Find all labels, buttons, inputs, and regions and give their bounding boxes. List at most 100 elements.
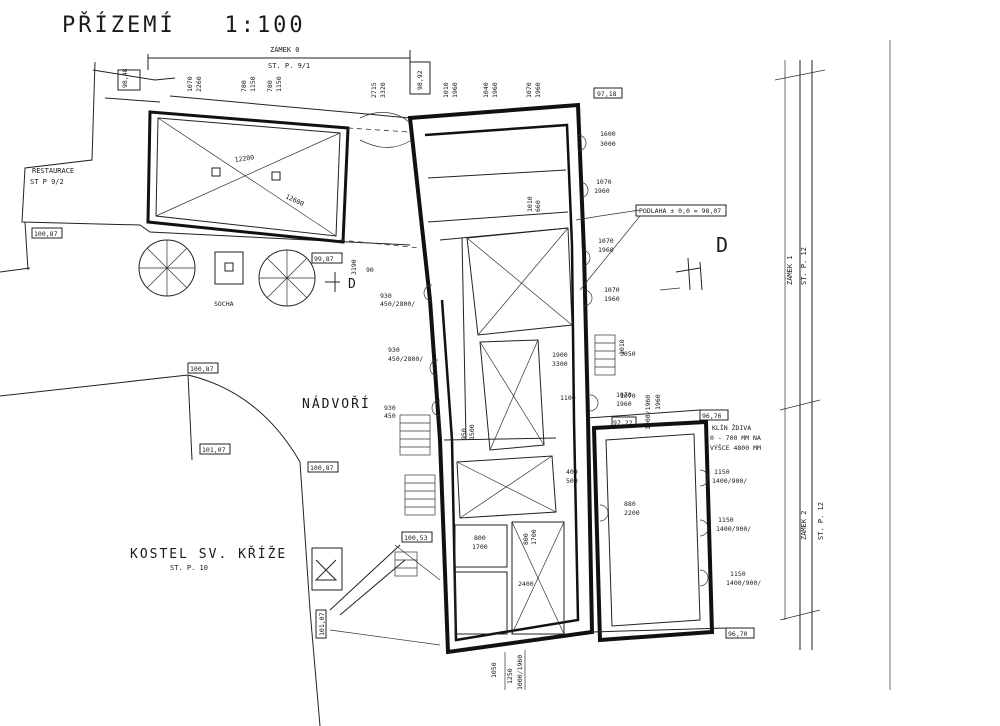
dim-1400b: 1400/900/ bbox=[716, 525, 751, 533]
dim-1040: 1040 bbox=[482, 82, 490, 98]
dim-1960g: 1960 bbox=[616, 400, 632, 408]
dim-930c: 930 bbox=[384, 404, 396, 412]
level-10053: 100,53 bbox=[404, 534, 428, 542]
dim-1250: 1250 bbox=[506, 668, 514, 684]
dim-1070b: 1070 bbox=[525, 82, 533, 98]
dim-1008: 1008/1960 bbox=[644, 395, 652, 430]
dim-1960d: 1960 bbox=[594, 187, 610, 195]
socha-label: SOCHA bbox=[214, 300, 234, 308]
dim-3050: 3050 bbox=[620, 350, 636, 358]
level-9848: 98,48 bbox=[121, 68, 129, 88]
restaurace-label: RESTAURACE bbox=[32, 167, 74, 175]
zamek0-stp: ST. P. 9/1 bbox=[268, 62, 310, 70]
dim-2400: 2400 bbox=[518, 580, 534, 588]
dim-1070f: 1070 bbox=[604, 286, 620, 294]
level-10107b: 101,07 bbox=[318, 612, 326, 636]
dim-400: 400 bbox=[566, 468, 578, 476]
dim-450b: 450/2800/ bbox=[388, 355, 423, 363]
dim-450c: 450 bbox=[384, 412, 396, 420]
dim-1070g: 1070 bbox=[616, 391, 632, 399]
level-9892: 98,92 bbox=[416, 70, 424, 90]
dim-1960e: 1960 bbox=[598, 246, 614, 254]
dim-930a: 930 bbox=[380, 292, 392, 300]
dim-1100: 1100 bbox=[560, 394, 576, 402]
zamek1-stp: ST. P. 12 bbox=[800, 247, 808, 285]
zamek2-label: ZÁMEK 2 bbox=[799, 510, 808, 540]
dim-930b: 930 bbox=[388, 346, 400, 354]
dim-1150d: 1150 bbox=[718, 516, 734, 524]
podlaha-label: PODLAHA ± 0,0 = 98,07 bbox=[639, 207, 721, 215]
dim-660v: 660 bbox=[534, 200, 542, 212]
dim-1150a: 1150 bbox=[249, 76, 257, 92]
dim-880: 880 bbox=[624, 500, 636, 508]
level-10107a: 101,07 bbox=[202, 446, 226, 454]
dim-1150c: 1150 bbox=[714, 468, 730, 476]
dim-3300: 3300 bbox=[552, 360, 568, 368]
dim-1600: 1600 bbox=[600, 130, 616, 138]
dim-1010g: 1010 bbox=[618, 339, 626, 355]
dim-500: 500 bbox=[566, 477, 578, 485]
dim-1010: 1010 bbox=[442, 82, 450, 98]
restaurace-stp: ST P 9/2 bbox=[30, 178, 64, 186]
dim-1960h: 1960 bbox=[654, 394, 662, 410]
dim-1960a: 1960 bbox=[451, 82, 459, 98]
dim-1700a: 1700 bbox=[472, 543, 488, 551]
klin-line2: 0 - 700 MM NA bbox=[710, 434, 761, 442]
stairs-left bbox=[394, 414, 436, 577]
dim-12200: 12200 bbox=[234, 153, 255, 164]
dim-1150b: 1150 bbox=[275, 76, 283, 92]
dim-780b: 780 bbox=[266, 80, 274, 92]
level-9718: 97,18 bbox=[597, 90, 617, 98]
statue-circle-left bbox=[138, 239, 196, 297]
level-9987: 99,87 bbox=[314, 255, 334, 263]
level-10087a: 100,87 bbox=[34, 230, 58, 238]
statue-circle-right bbox=[258, 249, 316, 307]
dim-1700b: 1700 bbox=[530, 529, 538, 545]
stairs-right bbox=[594, 334, 616, 376]
dim-1960b: 1960 bbox=[491, 82, 499, 98]
dim-1960f: 1960 bbox=[604, 295, 620, 303]
zamek2-stp: ST. P. 12 bbox=[817, 502, 825, 540]
level-10087c: 100,87 bbox=[310, 464, 334, 472]
klin-line1: KLÍN ŽDIVA bbox=[712, 423, 751, 432]
dim-2260: 2260 bbox=[195, 76, 203, 92]
level-10087b: 100,87 bbox=[190, 365, 214, 373]
zamek1-label: ZÁMEK 1 bbox=[785, 255, 794, 285]
d-symbol-right: D bbox=[716, 233, 730, 257]
dim-1400c: 1400/900/ bbox=[726, 579, 761, 587]
dim-3320: 3320 bbox=[379, 82, 387, 98]
dim-800a: 800 bbox=[474, 534, 486, 542]
dim-3000: 3000 bbox=[600, 140, 616, 148]
klin-line3: VÝŠCE 4800 MM bbox=[710, 443, 761, 452]
dim-2715: 2715 bbox=[370, 82, 378, 98]
zamek0-label: ZÁMEK 0 bbox=[270, 45, 300, 54]
dim-1070a: 1070 bbox=[186, 76, 194, 92]
kostel-stp: ST. P. 10 bbox=[170, 564, 208, 572]
kostel-label: KOSTEL SV. KŘÍŽE bbox=[130, 546, 287, 562]
dim-1960c: 1960 bbox=[534, 82, 542, 98]
dim-3190: 3190 bbox=[350, 259, 358, 275]
dim-1070c: 1070 bbox=[596, 178, 612, 186]
dim-2200: 2200 bbox=[624, 509, 640, 517]
plan-title: PŘÍZEMÍ 1:100 bbox=[62, 12, 306, 38]
dim-1050: 1050 bbox=[490, 662, 498, 678]
d-symbol-left: D bbox=[348, 277, 358, 292]
dim-800b: 800 bbox=[522, 533, 530, 545]
dim-1070e: 1070 bbox=[598, 237, 614, 245]
dim-90: 90 bbox=[366, 266, 374, 274]
nadvori-label: NÁDVOŘÍ bbox=[302, 396, 371, 412]
statue-pedestal bbox=[214, 251, 244, 285]
window-marks bbox=[423, 134, 709, 587]
level-9676: 96,76 bbox=[702, 412, 722, 420]
level-9722: 97,22 bbox=[613, 419, 633, 427]
dim-950: 950 bbox=[460, 428, 468, 440]
dim-780a: 780 bbox=[240, 80, 248, 92]
level-9670: 96,70 bbox=[728, 630, 748, 638]
dim-1010v: 1010 bbox=[526, 196, 534, 212]
dim-12600: 12600 bbox=[284, 193, 305, 209]
dim-450a: 450/2800/ bbox=[380, 300, 415, 308]
dim-1500: 1500 bbox=[468, 424, 476, 440]
dim-1150e: 1150 bbox=[730, 570, 746, 578]
dim-1400a: 1400/900/ bbox=[712, 477, 747, 485]
